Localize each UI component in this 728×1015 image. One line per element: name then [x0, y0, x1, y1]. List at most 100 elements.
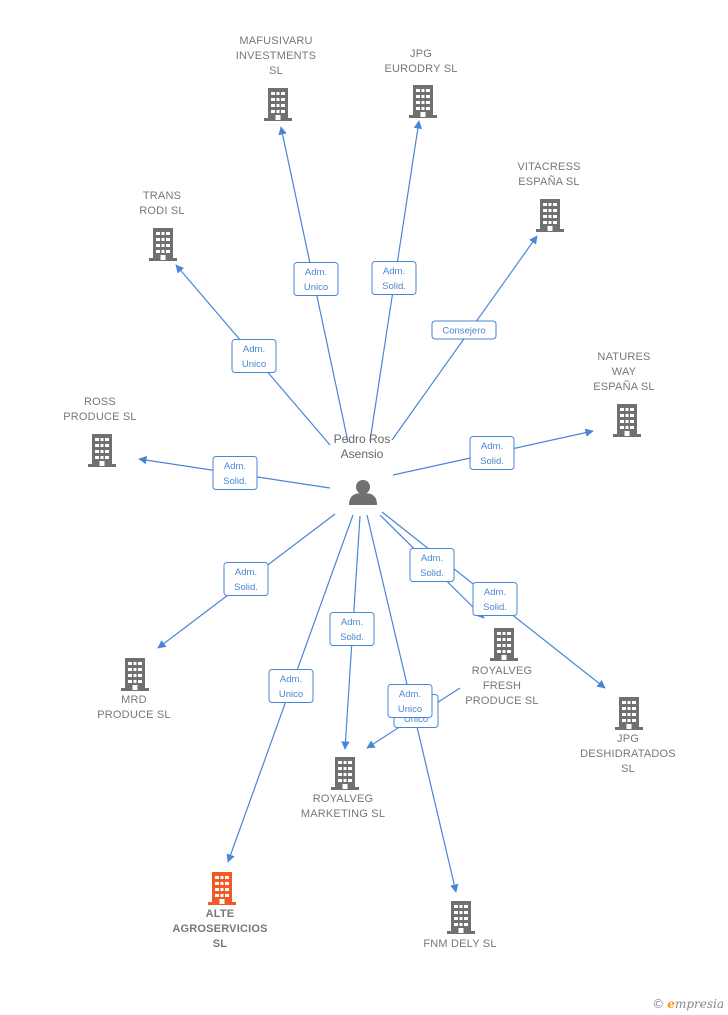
edge-label-text: Solid. [234, 582, 258, 593]
company-node-trans-rodi[interactable]: TRANS RODI SL [139, 190, 185, 261]
edge-label-fnm-dely: Adm. Unico [387, 684, 433, 718]
building-icon [264, 88, 292, 121]
building-icon [208, 872, 236, 905]
company-node-jpg-deshidratados[interactable]: JPG DESHIDRATADOS SL [580, 697, 676, 775]
company-name-line: MARKETING SL [301, 808, 385, 820]
company-node-natures-way[interactable]: NATURES WAY ESPAÑA SL [593, 351, 655, 437]
building-icon [536, 199, 564, 232]
edge-label-text: Consejero [442, 326, 485, 337]
edge-label-text: Solid. [223, 476, 247, 487]
edge-label-text: Adm. [481, 441, 503, 452]
building-icon [613, 404, 641, 437]
person-name-line: Pedro Ros [334, 432, 391, 446]
building-icon [409, 85, 437, 118]
edge-label-text: Adm. [421, 553, 443, 564]
company-name-line: ROSS [84, 396, 116, 408]
company-node-fnm-dely[interactable]: FNM DELY SL [423, 901, 496, 950]
edge-label-mafusivaru: Adm. Unico [293, 262, 339, 296]
company-name-line: VITACRESS [517, 161, 580, 173]
edge-label-text: Adm. [305, 267, 327, 278]
company-node-alte-agroservicios[interactable]: ALTE AGROSERVICIOS SL [172, 872, 267, 950]
edge-label-text: Solid. [483, 602, 507, 613]
edge-label-royalveg-marketing: Adm. Solid. [329, 612, 375, 646]
nodes-layer: MAFUSIVARU INVESTMENTS SL JPG EURODRY SL VITA… [63, 35, 676, 950]
company-name-line: PRODUCE SL [97, 709, 171, 721]
edge-label-text: Unico [242, 359, 266, 370]
company-name-line: NATURES [597, 351, 650, 363]
company-node-royalveg-fresh[interactable]: ROYALVEG FRESH PRODUCE SL [465, 628, 539, 707]
brand-logo: ©empresia [652, 997, 724, 1011]
brand-initial: e [667, 997, 675, 1011]
company-node-mafusivaru[interactable]: MAFUSIVARU INVESTMENTS SL [236, 35, 316, 121]
copyright-symbol: © [652, 997, 665, 1011]
company-name-line: FNM DELY SL [423, 938, 496, 950]
edge-label-mrd-produce: Adm. Solid. [223, 562, 269, 596]
edge-label-text: Adm. [383, 266, 405, 277]
company-name-line: RODI SL [139, 205, 184, 217]
company-name-line: INVESTMENTS [236, 50, 316, 62]
brand-rest: mpresia [674, 997, 724, 1011]
edge-label-alte-agroservicios: Adm. Unico [268, 669, 314, 703]
company-node-ross-produce[interactable]: ROSS PRODUCE SL [63, 396, 137, 467]
edge-label-text: Unico [404, 714, 428, 725]
edge-label-text: Adm. [280, 674, 302, 685]
company-node-vitacress[interactable]: VITACRESS ESPAÑA SL [517, 161, 580, 232]
edge-label-text: Unico [304, 282, 328, 293]
company-name-line: PRODUCE SL [465, 695, 539, 707]
building-icon [490, 628, 518, 661]
company-name-line: DESHIDRATADOS [580, 748, 676, 760]
person-name-line: Asensio [341, 447, 384, 461]
edge-label-text: Solid. [420, 568, 444, 579]
edge-label-ross-produce: Adm. Solid. [212, 456, 258, 490]
edge-label-jpg-deshidratados: Adm. Solid. [472, 582, 518, 616]
company-name-line: SL [213, 938, 228, 950]
company-name-line: WAY [612, 366, 637, 378]
company-name-line: SL [269, 65, 283, 77]
company-name-line: ALTE [206, 908, 235, 920]
edge-label-text: Adm. [484, 587, 506, 598]
company-name-line: EURODRY SL [384, 63, 457, 75]
building-icon [615, 697, 643, 730]
company-name-line: ESPAÑA SL [518, 175, 580, 188]
edge-label-text: Adm. [243, 344, 265, 355]
company-name-line: ESPAÑA SL [593, 380, 655, 393]
edge-label-text: Unico [398, 704, 422, 715]
edge-label-text: Adm. [341, 617, 363, 628]
edge-label-text: Solid. [480, 456, 504, 467]
company-name-line: JPG [617, 733, 639, 745]
person-icon [349, 480, 377, 505]
company-name-line: MAFUSIVARU [239, 35, 312, 47]
building-icon [331, 757, 359, 790]
company-node-mrd-produce[interactable]: MRD PRODUCE SL [97, 658, 171, 721]
company-name-line: AGROSERVICIOS [172, 923, 267, 935]
company-node-royalveg-marketing[interactable]: ROYALVEG MARKETING SL [301, 757, 385, 820]
edge-label-text: Solid. [382, 281, 406, 292]
company-name-line: ROYALVEG [313, 793, 374, 805]
company-node-jpg-eurodry[interactable]: JPG EURODRY SL [384, 48, 457, 118]
edge-label-natures-way: Adm. Solid. [469, 436, 515, 470]
company-name-line: MRD [121, 694, 147, 706]
edge-label-text: Unico [279, 689, 303, 700]
building-icon [149, 228, 177, 261]
building-icon [88, 434, 116, 467]
company-name-line: SL [621, 763, 635, 775]
edge-label-text: Adm. [224, 461, 246, 472]
edge-label-royalveg-fresh: Adm. Solid. [409, 548, 455, 582]
company-name-line: ROYALVEG [472, 665, 533, 677]
edge-label-jpg-eurodry: Adm. Solid. [371, 261, 417, 295]
edge-label-text: Adm. [399, 689, 421, 700]
edge-label-text: Adm. [235, 567, 257, 578]
edge-label-vitacress: Consejero [431, 320, 497, 340]
edge-label-text: Solid. [340, 632, 364, 643]
building-icon [447, 901, 475, 934]
edge-labels-layer: Adm.UnicoAdm.Solid.ConsejeroAdm.UnicoAdm… [212, 261, 518, 728]
edge-label-trans-rodi: Adm. Unico [231, 339, 277, 373]
company-name-line: FRESH [483, 680, 521, 692]
building-icon [121, 658, 149, 691]
company-name-line: PRODUCE SL [63, 411, 137, 423]
company-name-line: TRANS [143, 190, 181, 202]
company-name-line: JPG [410, 48, 432, 60]
edges-layer [138, 120, 606, 893]
